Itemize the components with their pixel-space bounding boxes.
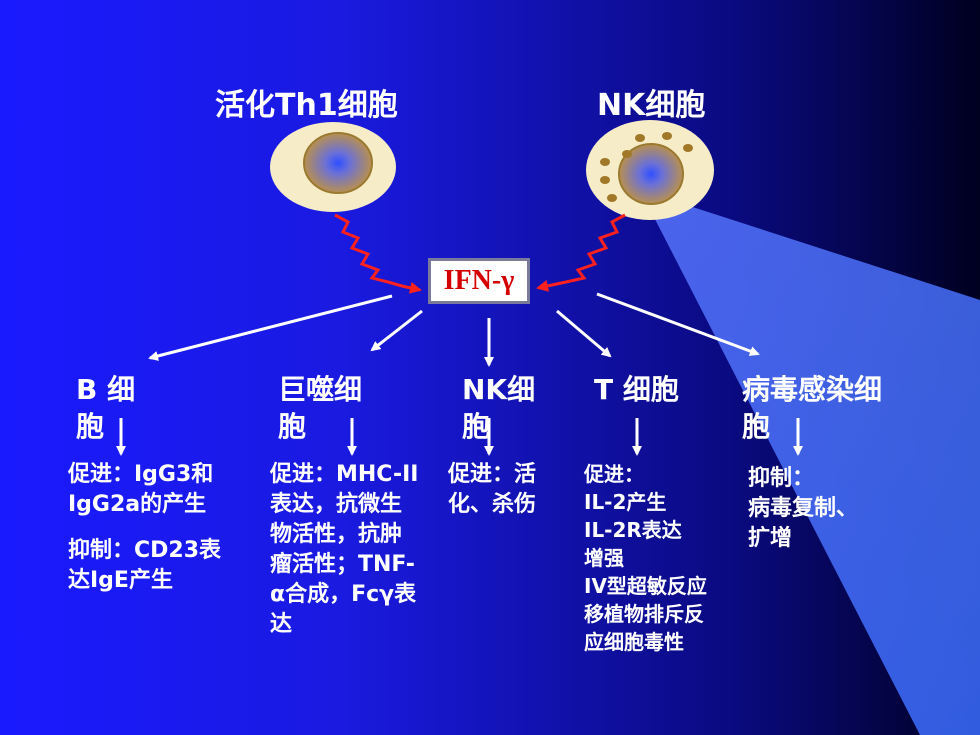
source-title-th1: 活化Th1细胞 [215, 88, 398, 123]
effect-macrophage-line: 达 [270, 612, 293, 637]
effect-virus-line: 病毒复制、 [748, 496, 859, 521]
source-title-nk: NK细胞 [597, 88, 706, 123]
effect-t-line: 移植物排斥反 [584, 602, 704, 626]
arrow-to-virus-cell [596, 292, 760, 356]
effect-b-line: IgG2a的产生 [68, 492, 207, 517]
effect-t-line: IL-2产生 [584, 490, 667, 514]
effect-t-cell: 促进： IL-2产生 IL-2R表达 增强 IV型超敏反应 移植物排斥反 应细胞… [584, 460, 707, 656]
target-virus-infected-cell: 病毒感染细 胞 [742, 371, 882, 445]
th1-cell-icon [270, 122, 396, 212]
effect-macrophage-line: 物活性，抗肿 [270, 522, 403, 547]
target-b-cell-line1: B 细 [76, 373, 136, 406]
effect-b-cell: 促进：IgG3和 IgG2a的产生 抑制：CD23表 达IgE产生 [68, 460, 221, 596]
arrow-to-t-cell [556, 309, 612, 358]
ifn-gamma-box: IFN-γ [428, 258, 530, 304]
effect-nk-line: 化、杀伤 [448, 492, 537, 517]
nk-cell-icon [586, 120, 714, 220]
effect-macrophage-line: 瘤活性；TNF- [270, 552, 415, 577]
effect-macrophage-line: 表达，抗微生 [270, 492, 403, 517]
zigzag-arrow-th1 [334, 213, 422, 294]
target-virus-cell-line1: 病毒感染细 [742, 373, 883, 406]
effect-nk-cell: 促进：活 化、杀伤 [448, 460, 536, 520]
effect-t-line: 应细胞毒性 [584, 630, 684, 654]
effect-t-line: 促进： [584, 462, 644, 486]
target-macrophage: 巨噬细 胞 [278, 371, 362, 445]
effect-nk-line: 促进：活 [448, 462, 537, 487]
effect-macrophage-line: 促进：MHC-II [270, 462, 419, 487]
effect-b-line: 抑制：CD23表 [68, 538, 222, 563]
effect-macrophage: 促进：MHC-II 表达，抗微生 物活性，抗肿 瘤活性；TNF- α合成，Fcγ… [270, 460, 418, 640]
effect-t-line: IL-2R表达 [584, 518, 682, 542]
effect-virus-line: 抑制： [748, 466, 815, 491]
target-nk-cell: NK细 胞 [462, 371, 535, 445]
effect-t-line: 增强 [584, 546, 624, 570]
effect-virus-cell: 抑制： 病毒复制、 扩增 [748, 464, 858, 554]
arrow-to-b-cell [148, 294, 393, 361]
target-b-cell-line2: 胞 [76, 410, 105, 443]
target-nk-cell-line2: 胞 [462, 410, 491, 443]
effect-macrophage-line: α合成，Fcγ表 [270, 582, 417, 607]
effect-b-line: 促进：IgG3和 [68, 462, 214, 487]
target-macrophage-line2: 胞 [278, 410, 307, 443]
effect-b-line: 达IgE产生 [68, 568, 173, 593]
target-t-cell: T 细胞 [594, 371, 679, 408]
arrow-to-macrophage [370, 309, 423, 352]
target-virus-cell-line2: 胞 [742, 410, 771, 443]
target-t-cell-line1: T 细胞 [594, 373, 679, 406]
target-b-cell: B 细 胞 [76, 371, 135, 445]
target-macrophage-line1: 巨噬细 [278, 373, 363, 406]
target-nk-cell-line1: NK细 [462, 373, 536, 406]
effect-t-line: IV型超敏反应 [584, 574, 707, 598]
effect-virus-line: 扩增 [748, 526, 793, 551]
zigzag-arrow-nk [536, 213, 626, 292]
